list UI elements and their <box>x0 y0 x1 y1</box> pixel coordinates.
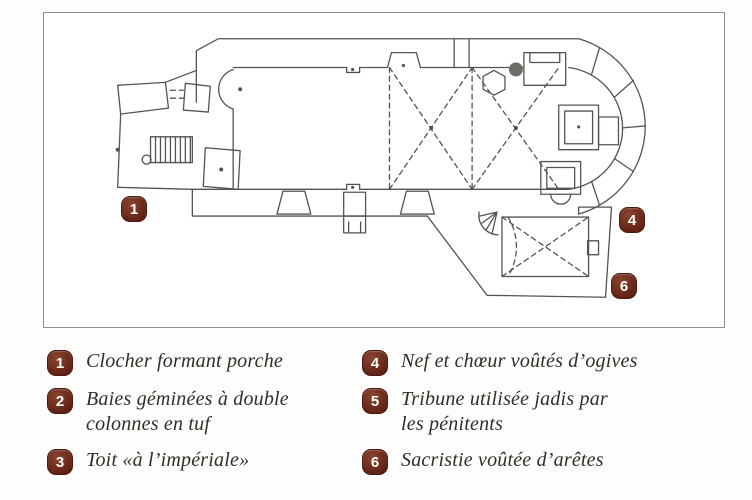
legend-number-badge-2: 2 <box>47 388 73 414</box>
legend-label-5: Tribune utilisée jadis par les pénitents <box>401 388 608 435</box>
legend-number-badge-1: 1 <box>47 350 73 376</box>
legend-label-1: Clocher formant porche <box>86 350 283 372</box>
legend-label-4: Nef et chœur voûtés d’ogives <box>401 350 638 372</box>
legend-item-4: 4 Nef et chœur voûtés d’ogives <box>362 349 722 376</box>
plan-marker-1-number: 1 <box>129 200 139 218</box>
legend-number-badge-4: 4 <box>362 350 388 376</box>
legend-number-badge-5: 5 <box>362 388 388 414</box>
legend-item-2: 2 Baies géminées à double colonnes en tu… <box>47 387 347 437</box>
legend-label-3: Toit «à l’impériale» <box>86 449 250 471</box>
plan-marker-4-number: 4 <box>627 211 637 229</box>
legend-number-3: 3 <box>55 453 65 471</box>
legend-number-4: 4 <box>370 354 380 372</box>
legend-label-6: Sacristie voûtée d’arêtes <box>401 449 604 471</box>
legend-number-6: 6 <box>370 453 380 471</box>
legend-number-1: 1 <box>55 354 65 372</box>
legend-item-6: 6 Sacristie voûtée d’arêtes <box>362 448 722 475</box>
legend-column-right: 4 Nef et chœur voûtés d’ogives 5 Tribune… <box>362 349 722 486</box>
junction-dots <box>115 63 581 189</box>
legend-column-left: 1 Clocher formant porche 2 Baies géminée… <box>47 349 347 486</box>
legend-label-2: Baies géminées à double colonnes en tuf <box>86 388 289 435</box>
plan-marker-6: 6 <box>611 273 637 299</box>
legend-number-2: 2 <box>55 392 65 410</box>
plan-marker-4: 4 <box>619 207 645 233</box>
legend-number-badge-6: 6 <box>362 449 388 475</box>
floor-plan-drawing <box>115 38 646 298</box>
legend-item-1: 1 Clocher formant porche <box>47 349 347 376</box>
plan-marker-6-number: 6 <box>619 277 629 295</box>
sacristy <box>426 206 613 298</box>
floor-plan-frame: 1 4 6 <box>43 12 725 328</box>
legend-item-3: 3 Toit «à l’impériale» <box>47 448 347 475</box>
legend-number-badge-3: 3 <box>47 449 73 475</box>
plan-marker-1: 1 <box>121 196 147 222</box>
apse-choir <box>482 38 646 215</box>
legend-number-5: 5 <box>370 392 380 410</box>
legend-item-5: 5 Tribune utilisée jadis par les péniten… <box>362 387 722 437</box>
